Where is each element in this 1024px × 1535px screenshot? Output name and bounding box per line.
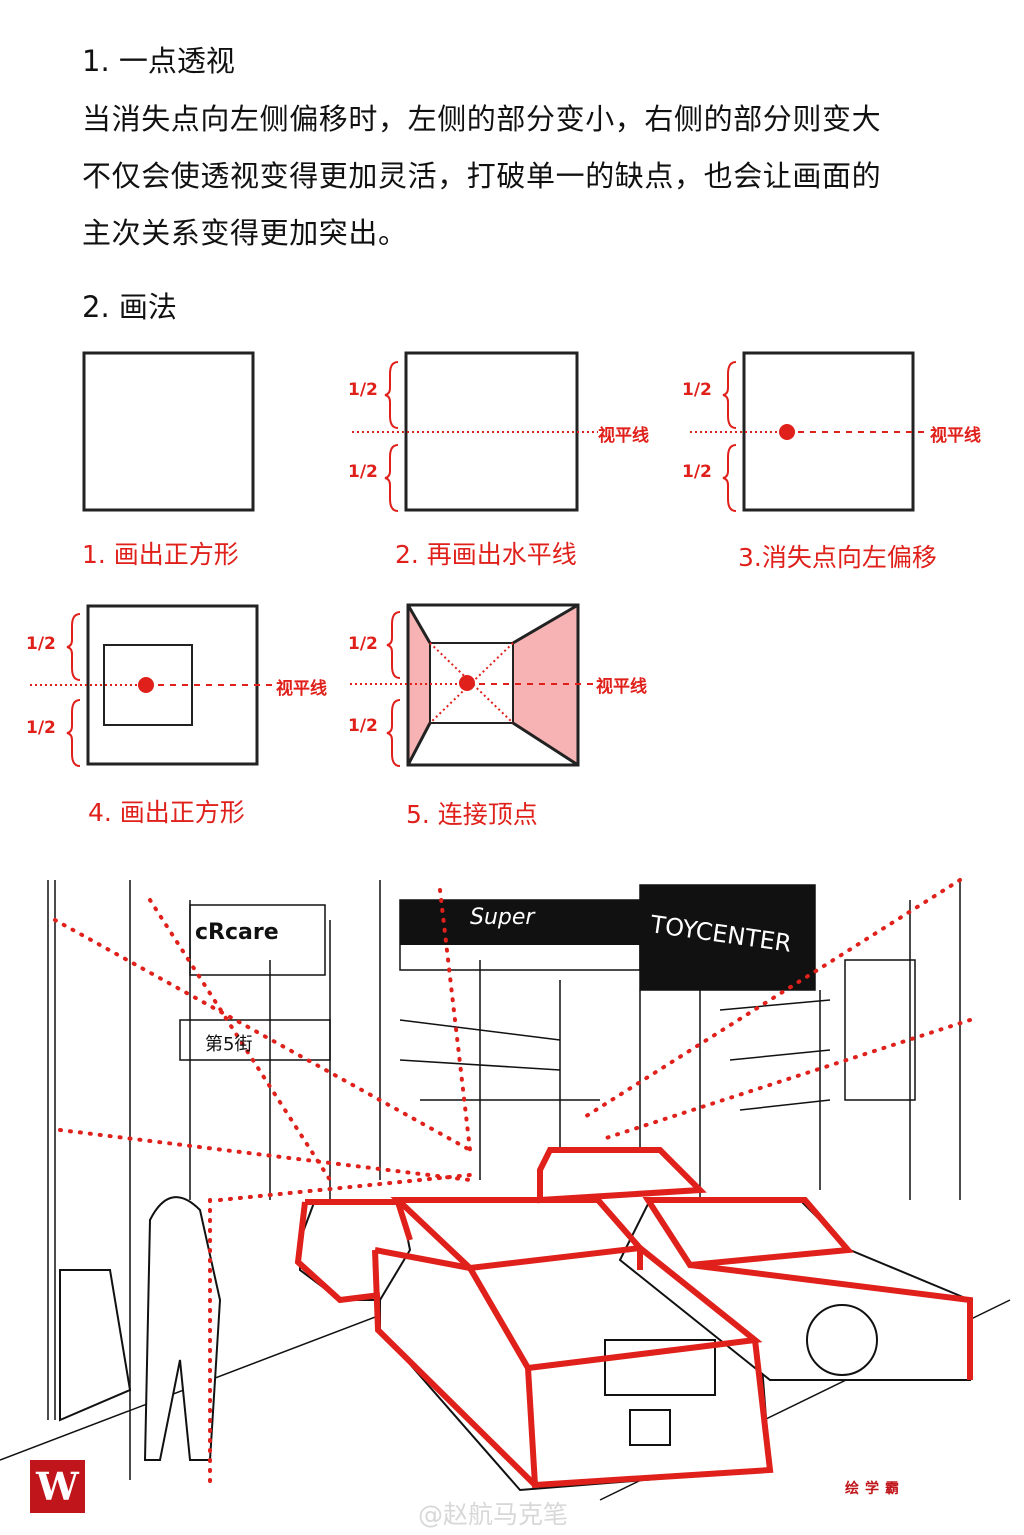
half-label: 1/2 <box>348 716 378 736</box>
brace-icon <box>386 611 401 679</box>
horizon-label: 视平线 <box>596 677 647 697</box>
vanishing-point <box>779 424 795 440</box>
half-label: 1/2 <box>348 634 378 654</box>
logo: W <box>30 1460 85 1513</box>
shop-sign: 第5街 <box>205 1034 253 1055</box>
paragraph-line: 不仅会使透视变得更加灵活，打破单一的缺点，也会让画面的 <box>82 159 882 193</box>
shop-sign: Super <box>470 905 535 930</box>
half-label: 1/2 <box>682 380 712 400</box>
step4-inner-square <box>103 644 193 726</box>
horizon-label: 视平线 <box>276 679 327 699</box>
half-label: 1/2 <box>26 718 56 738</box>
paragraph-line: 当消失点向左侧偏移时，左侧的部分变小，右侧的部分则变大 <box>82 102 882 136</box>
brace-icon <box>384 444 399 512</box>
brace-icon <box>722 444 737 512</box>
half-label: 1/2 <box>348 462 378 482</box>
vanishing-point <box>459 675 475 691</box>
step-caption: 2. 再画出水平线 <box>395 540 577 569</box>
half-label: 1/2 <box>682 462 712 482</box>
step-caption: 3.消失点向左偏移 <box>738 543 937 572</box>
shop-sign: TOYCENTER <box>648 910 794 958</box>
brace-icon <box>722 361 737 429</box>
brace-icon <box>384 361 399 429</box>
step1-square <box>82 351 255 512</box>
horizon-label: 视平线 <box>930 426 981 446</box>
step-caption: 4. 画出正方形 <box>88 798 245 827</box>
vanishing-point <box>138 677 154 693</box>
brace-icon <box>66 699 81 767</box>
section2-title: 2. 画法 <box>82 290 177 324</box>
half-label: 1/2 <box>26 634 56 654</box>
brand-label: 绘学霸 <box>845 1481 905 1497</box>
shop-sign: cRcare <box>195 920 279 945</box>
horizon-label: 视平线 <box>598 426 649 446</box>
right-plane <box>513 605 578 765</box>
brace-icon <box>386 699 401 767</box>
steps-diagram <box>30 351 928 767</box>
brace-icon <box>66 613 81 681</box>
step-caption: 1. 画出正方形 <box>82 540 239 569</box>
paragraph-line: 主次关系变得更加突出。 <box>82 216 408 250</box>
left-plane <box>408 605 430 765</box>
half-label: 1/2 <box>348 380 378 400</box>
step3-square <box>742 351 915 512</box>
watermark: @赵航马克笔 <box>418 1500 569 1529</box>
section1-title: 1. 一点透视 <box>82 44 235 78</box>
step2-square <box>404 351 579 512</box>
step-caption: 5. 连接顶点 <box>406 800 538 829</box>
